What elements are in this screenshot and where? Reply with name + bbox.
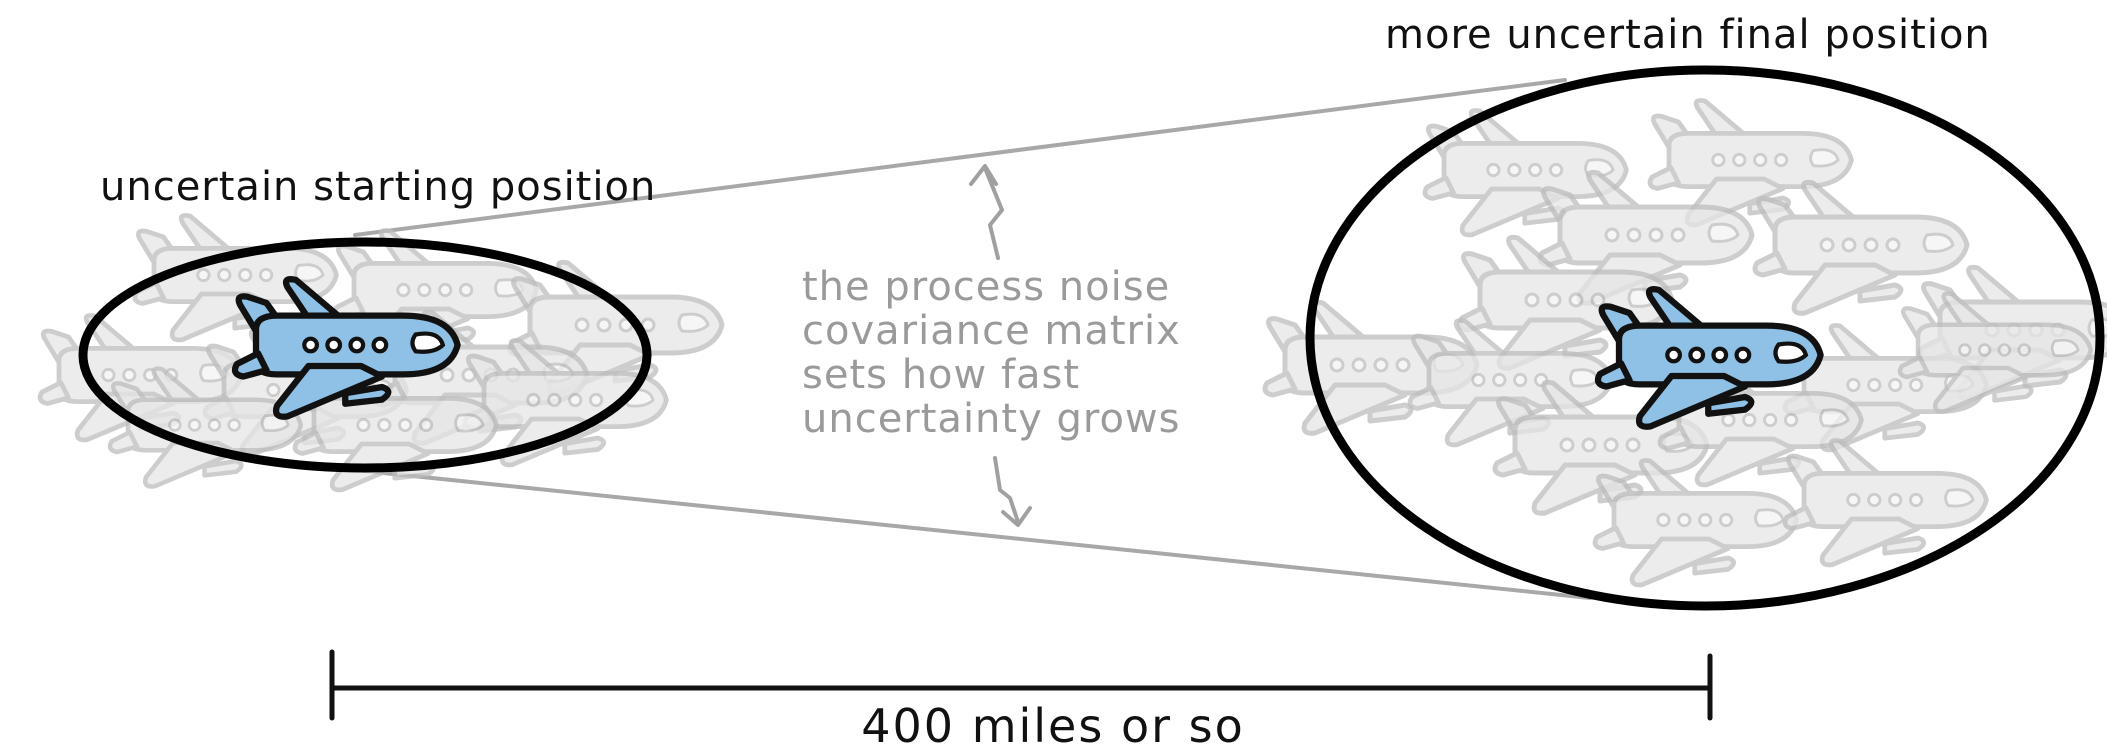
note-line-4: uncertainty grows (802, 396, 1180, 442)
final-uncertainty-ellipse (1305, 65, 2105, 611)
final-label: more uncertain final position (1385, 12, 1991, 58)
distance-scale-bar (329, 649, 1713, 721)
distance-label: 400 miles or so (861, 699, 1244, 748)
process-noise-note: the process noise covariance matrix sets… (802, 264, 1181, 442)
start-uncertainty-ellipse (78, 237, 652, 473)
cone-bottom-line (353, 468, 1592, 600)
note-line-1: the process noise (802, 264, 1170, 310)
start-label: uncertain starting position (100, 164, 656, 210)
note-line-3: sets how fast (802, 352, 1080, 398)
squiggle-arrow-down-icon (993, 456, 1032, 527)
note-line-2: covariance matrix (802, 308, 1181, 354)
squiggle-arrow-up-icon (969, 164, 1004, 260)
cone-top-line (353, 78, 1567, 237)
